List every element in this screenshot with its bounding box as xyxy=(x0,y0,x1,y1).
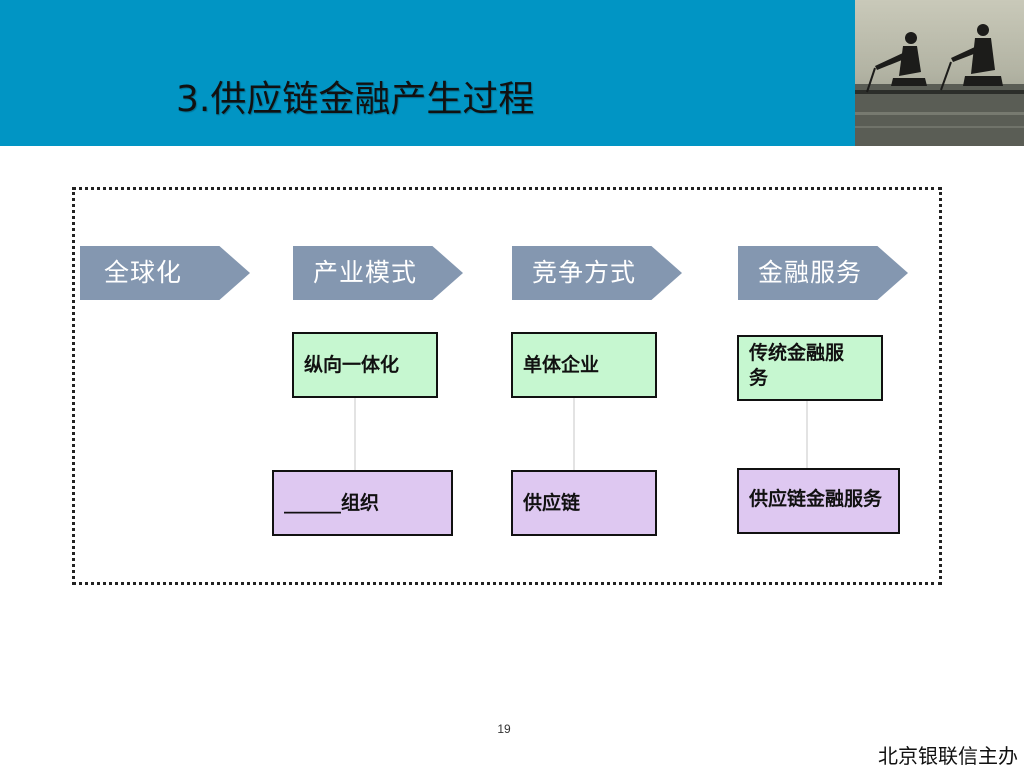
connector-line xyxy=(806,400,808,468)
header-band xyxy=(0,0,855,146)
stage-chevron-financial-services: 金融服务 xyxy=(738,246,908,300)
footer-organization: 北京银联信主办 xyxy=(878,744,1018,768)
box-single-enterprise: 单体企业 xyxy=(511,332,657,398)
box-text-suffix: 组织 xyxy=(341,491,380,514)
box-traditional-finance: 传统金融服务 xyxy=(737,335,883,401)
box-text: 传统金融服务 xyxy=(749,342,845,389)
stage-label: 产业模式 xyxy=(313,258,418,287)
box-text: ______组织 xyxy=(284,491,379,516)
box-organization: ______组织 xyxy=(272,470,453,536)
box-text: 单体企业 xyxy=(523,353,600,376)
box-text: 供应链 xyxy=(523,491,581,514)
stage-chevron-industry-model: 产业模式 xyxy=(293,246,463,300)
connector-line xyxy=(354,398,356,470)
page-number: 19 xyxy=(497,722,511,736)
box-text: 供应链金融服务 xyxy=(749,487,883,510)
slide-title: 3.供应链金融产生过程 xyxy=(176,79,535,120)
box-supply-chain: 供应链 xyxy=(511,470,657,536)
rowers-photo xyxy=(855,0,1024,146)
stage-label: 金融服务 xyxy=(758,258,863,287)
box-supply-chain-finance: 供应链金融服务 xyxy=(737,468,900,534)
box-text: 纵向一体化 xyxy=(304,353,400,376)
blank-underline: ______ xyxy=(284,491,341,514)
stage-label: 竞争方式 xyxy=(532,258,637,287)
stage-label: 全球化 xyxy=(104,258,183,287)
stage-chevron-competition-mode: 竞争方式 xyxy=(512,246,682,300)
stage-chevron-globalization: 全球化 xyxy=(80,246,250,300)
box-vertical-integration: 纵向一体化 xyxy=(292,332,438,398)
diagram-frame xyxy=(72,187,942,585)
connector-line xyxy=(573,398,575,470)
